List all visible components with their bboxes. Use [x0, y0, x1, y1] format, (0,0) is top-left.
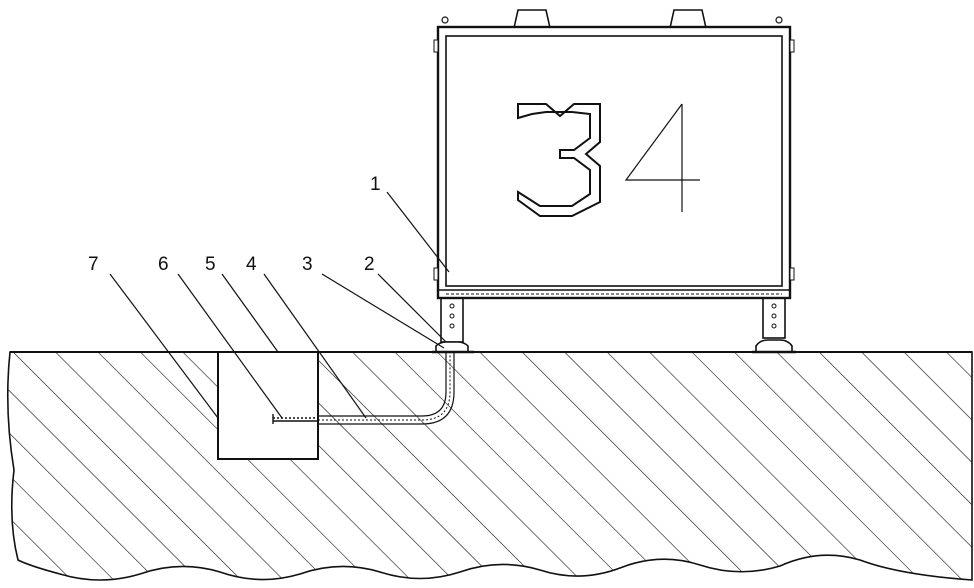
callout-1: 1	[370, 174, 381, 195]
callout-2: 2	[364, 254, 375, 275]
callout-7: 7	[88, 254, 99, 275]
callout-4: 4	[246, 254, 257, 275]
callout-6: 6	[158, 254, 169, 275]
callout-labels: 7 6 5 4 3 2 1	[88, 174, 381, 275]
ground-hatch	[6, 351, 973, 581]
sign-digit-3	[517, 103, 601, 217]
leader-lines	[109, 191, 450, 419]
cable-conduit	[272, 348, 455, 425]
junction-box	[217, 351, 319, 460]
sign-box	[433, 9, 795, 300]
sign-digit-4	[624, 103, 700, 212]
right-leg	[752, 297, 796, 354]
callout-5: 5	[205, 254, 216, 275]
callout-3: 3	[302, 254, 313, 275]
ground-section	[6, 351, 973, 581]
